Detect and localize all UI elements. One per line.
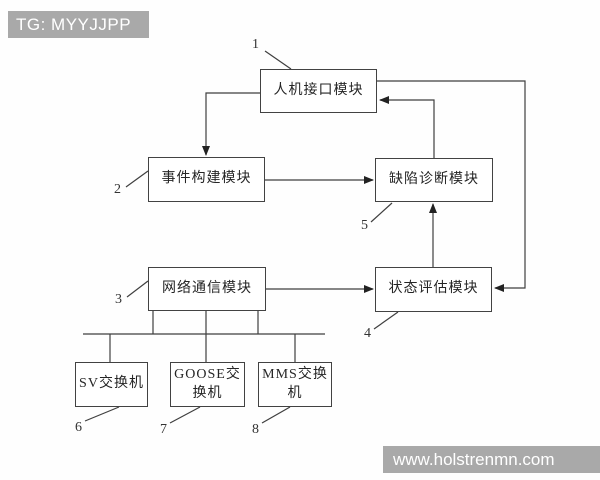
ref-number-2: 2	[114, 182, 121, 197]
leader-line-6	[84, 406, 120, 422]
ref-number-8: 8	[252, 422, 259, 437]
arrow-hmi-to-evaluation	[377, 80, 526, 292]
ref-number-5: 5	[361, 218, 368, 233]
module-box-status-evaluation: 状态评估模块	[375, 267, 492, 312]
arrow-diagnosis-to-hmi	[379, 96, 435, 158]
watermark-site: www.holstrenmn.com	[383, 446, 600, 473]
ref-number-1: 1	[252, 37, 259, 52]
ref-number-4: 4	[364, 326, 371, 341]
leader-line-2	[125, 170, 149, 188]
leader-line-7	[169, 406, 201, 424]
leader-line-3	[126, 280, 149, 298]
module-box-human-machine-interface: 人机接口模块	[260, 69, 377, 113]
switch-box-sv: SV交换机	[75, 362, 148, 407]
switch-box-goose: GOOSE交 换机	[170, 362, 245, 407]
module-box-event-construction: 事件构建模块	[148, 157, 265, 202]
leader-line-1	[264, 50, 292, 70]
module-box-defect-diagnosis: 缺陷诊断模块	[375, 158, 493, 202]
ref-number-7: 7	[160, 422, 167, 437]
leader-line-8	[261, 406, 291, 424]
leader-line-5	[370, 202, 393, 223]
arrow-hmi-to-event	[202, 92, 260, 156]
module-box-network-communication: 网络通信模块	[148, 267, 266, 311]
leader-line-4	[373, 311, 399, 330]
ref-number-6: 6	[75, 420, 82, 435]
switch-box-mms: MMS交换 机	[258, 362, 332, 407]
watermark-tag: TG: MYYJJPP	[8, 11, 149, 38]
ref-number-3: 3	[115, 292, 122, 307]
